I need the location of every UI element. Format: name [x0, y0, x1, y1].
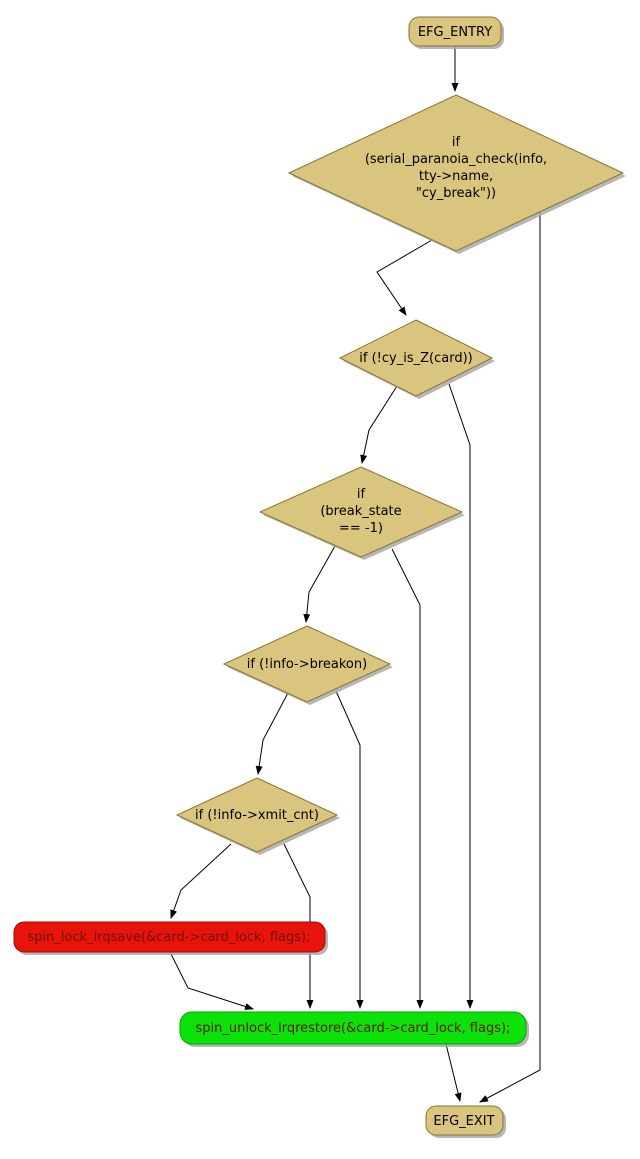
cond-paranoia-line-1: if: [452, 135, 461, 150]
cond-cyisz-label: if (!cy_is_Z(card)): [359, 351, 472, 366]
edge-breakstate-to-unlock: [391, 548, 424, 1009]
edge-paranoia-to-exit: [479, 212, 541, 1103]
exit-node-box: [425, 1105, 504, 1136]
node-cond-info-breakon: if (!info->breakon): [222, 625, 393, 705]
edge-paranoia-to-cyisz: [376, 239, 433, 316]
node-cond-info-xmit-cnt: if (!info->xmit_cnt): [175, 777, 340, 855]
edge-breakon-to-xmitcnt: [255, 692, 289, 775]
node-efg-exit: EFG_EXIT: [425, 1105, 506, 1138]
lock-node-label: spin_lock_irqsave(&card->card_lock, flag…: [28, 930, 311, 945]
edge-unlock-to-exit: [445, 1043, 462, 1102]
unlock-node-label: spin_unlock_irqrestore(&card->card_lock,…: [196, 1021, 511, 1036]
edge-breakstate-to-breakon: [303, 545, 336, 623]
cond-paranoia-diamond: [287, 94, 625, 252]
cond-xmitcnt-label: if (!info->xmit_cnt): [195, 808, 319, 823]
cond-paranoia-line-2: (serial_paranoia_check(info,: [365, 152, 547, 167]
edge-cyisz-to-breakstate: [360, 385, 398, 464]
node-cond-serial-paranoia-check: if (serial_paranoia_check(info, tty->nam…: [287, 94, 626, 254]
cond-xmitcnt-diamond: [175, 777, 339, 853]
cond-breakstate-line-1: if: [357, 487, 366, 502]
exit-node-label: EFG_EXIT: [433, 1114, 494, 1129]
unlock-node-box: [179, 1011, 527, 1045]
cond-breakstate-diamond: [258, 466, 464, 558]
entry-node-label: EFG_ENTRY: [418, 25, 492, 40]
cond-breakon-label: if (!info->breakon): [247, 657, 367, 672]
edge-xmitcnt-to-unlock: [283, 843, 314, 1009]
cond-breakstate-line-2: (break_state: [320, 504, 401, 519]
cond-breakstate-line-3: == -1): [339, 521, 383, 536]
node-cond-break-state: if (break_state == -1): [258, 466, 465, 560]
lock-node-box: [13, 921, 326, 953]
entry-node-box: [408, 16, 502, 47]
cond-breakon-diamond: [222, 625, 392, 703]
cond-cyisz-diamond: [338, 319, 494, 397]
edge-cyisz-to-unlock: [448, 383, 474, 1009]
node-spin-lock-irqsave: spin_lock_irqsave(&card->card_lock, flag…: [13, 921, 328, 955]
node-spin-unlock-irqrestore: spin_unlock_irqrestore(&card->card_lock,…: [179, 1011, 529, 1047]
edge-lock-to-unlock: [169, 951, 254, 1010]
cond-paranoia-line-3: tty->name,: [419, 169, 493, 184]
node-cond-cy-is-z: if (!cy_is_Z(card)): [338, 319, 495, 399]
edge-xmitcnt-to-lock: [170, 843, 232, 919]
node-efg-entry: EFG_ENTRY: [408, 16, 504, 49]
edge-breakon-to-unlock: [335, 690, 364, 1009]
cond-paranoia-line-4: "cy_break")): [416, 186, 496, 201]
